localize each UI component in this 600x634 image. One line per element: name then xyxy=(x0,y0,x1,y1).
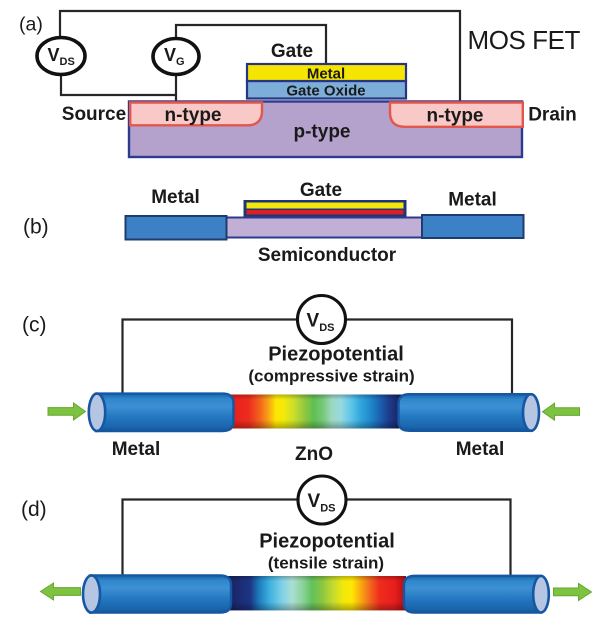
svg-text:Semiconductor: Semiconductor xyxy=(258,245,397,266)
svg-text:(c): (c) xyxy=(22,314,47,337)
svg-text:n-type: n-type xyxy=(165,105,222,126)
svg-text:Gate Oxide: Gate Oxide xyxy=(286,83,365,100)
svg-text:(compressive strain): (compressive strain) xyxy=(248,367,414,386)
svg-text:Metal: Metal xyxy=(456,439,505,460)
svg-text:MOS FET: MOS FET xyxy=(468,25,581,55)
svg-text:Metal: Metal xyxy=(151,187,200,208)
svg-text:Drain: Drain xyxy=(528,105,577,126)
svg-text:p-type: p-type xyxy=(294,122,351,143)
svg-text:Piezopotential: Piezopotential xyxy=(259,531,395,553)
svg-text:ZnO: ZnO xyxy=(295,444,333,465)
svg-text:Gate: Gate xyxy=(271,41,313,62)
svg-text:(tensile strain): (tensile strain) xyxy=(268,554,384,573)
svg-text:Metal: Metal xyxy=(112,439,161,460)
svg-text:Piezopotential: Piezopotential xyxy=(268,344,404,366)
svg-text:(b): (b) xyxy=(23,216,49,239)
svg-text:(d): (d) xyxy=(21,498,47,521)
svg-text:Metal: Metal xyxy=(448,190,497,211)
svg-text:Gate: Gate xyxy=(300,180,342,201)
svg-text:(a): (a) xyxy=(19,14,43,36)
svg-text:Metal: Metal xyxy=(307,66,345,83)
svg-text:n-type: n-type xyxy=(427,106,484,127)
svg-text:Source: Source xyxy=(62,104,126,125)
